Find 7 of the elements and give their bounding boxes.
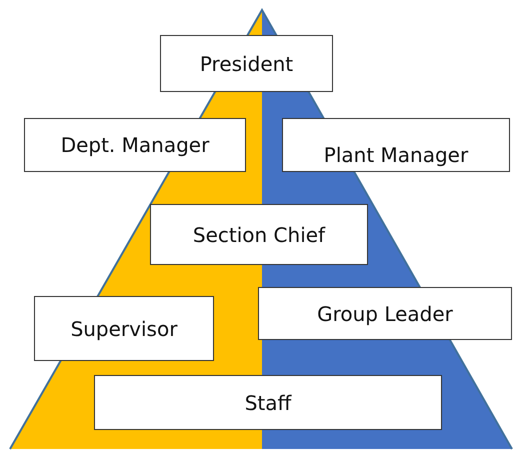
role-box: Supervisor bbox=[34, 296, 214, 361]
role-box: Section Chief bbox=[150, 204, 368, 265]
role-box: Staff bbox=[94, 375, 442, 430]
role-box: Dept. Manager bbox=[24, 118, 246, 172]
role-box: Plant Manager bbox=[282, 118, 510, 172]
role-box: President bbox=[160, 35, 333, 92]
role-box: Group Leader bbox=[258, 287, 512, 340]
